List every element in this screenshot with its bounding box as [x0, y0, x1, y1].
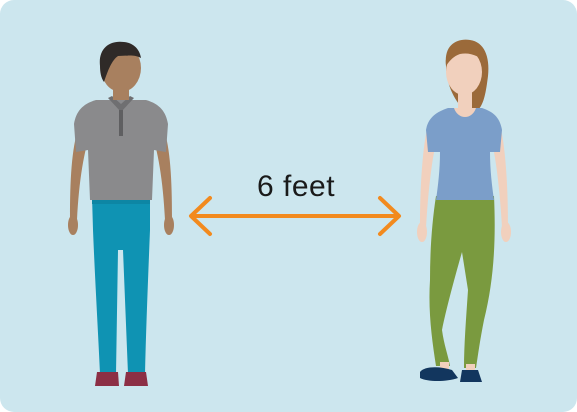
woman-figure-icon — [417, 40, 511, 382]
distance-label: 6 feet — [236, 170, 356, 204]
man-figure-icon — [68, 42, 174, 386]
